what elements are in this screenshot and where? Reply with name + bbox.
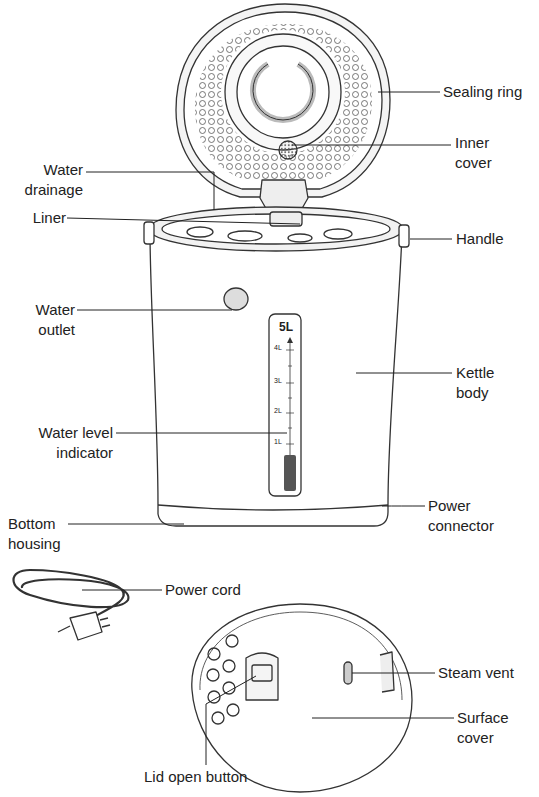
inner-cover-grip xyxy=(253,64,313,120)
part-label: Kettle body xyxy=(456,363,516,403)
scale-label: 5L xyxy=(275,317,297,337)
handle-left xyxy=(144,222,154,244)
scale-label: 4L xyxy=(270,343,286,352)
inner-cover xyxy=(225,34,341,150)
scale-label: 3L xyxy=(270,376,286,385)
part-label: Sealing ring xyxy=(443,82,539,102)
part-label: Power connector xyxy=(428,496,518,536)
part-label: Liner xyxy=(14,208,66,228)
part-label: Inner cover xyxy=(455,133,510,173)
part-label: Water drainage xyxy=(3,160,83,200)
lid-open-button xyxy=(246,653,278,700)
leader-lines xyxy=(67,92,454,765)
steam-vent xyxy=(344,662,352,684)
scale-label: 1L xyxy=(270,437,286,446)
part-label: Lid open button xyxy=(144,767,284,787)
level-window xyxy=(269,314,301,496)
body-rim xyxy=(149,207,403,251)
surface-cover xyxy=(192,604,412,792)
sealing-ring xyxy=(184,12,382,189)
lid-outer xyxy=(176,4,390,197)
part-label: Surface cover xyxy=(457,708,527,748)
kettle-body xyxy=(150,232,402,526)
part-label: Water outlet xyxy=(10,300,75,340)
part-label: Bottom housing xyxy=(8,514,78,554)
part-label: Steam vent xyxy=(438,663,538,683)
part-label: Handle xyxy=(456,229,536,249)
scale-label: 2L xyxy=(270,406,286,415)
part-label: Water level indicator xyxy=(13,423,113,463)
handle-right xyxy=(399,225,409,247)
power-cord xyxy=(14,570,129,620)
mesh-filter xyxy=(279,141,297,159)
part-label: Power cord xyxy=(165,580,275,600)
water-outlet xyxy=(224,288,248,310)
lid-dots xyxy=(195,24,372,180)
bottom-housing-line xyxy=(158,505,388,510)
